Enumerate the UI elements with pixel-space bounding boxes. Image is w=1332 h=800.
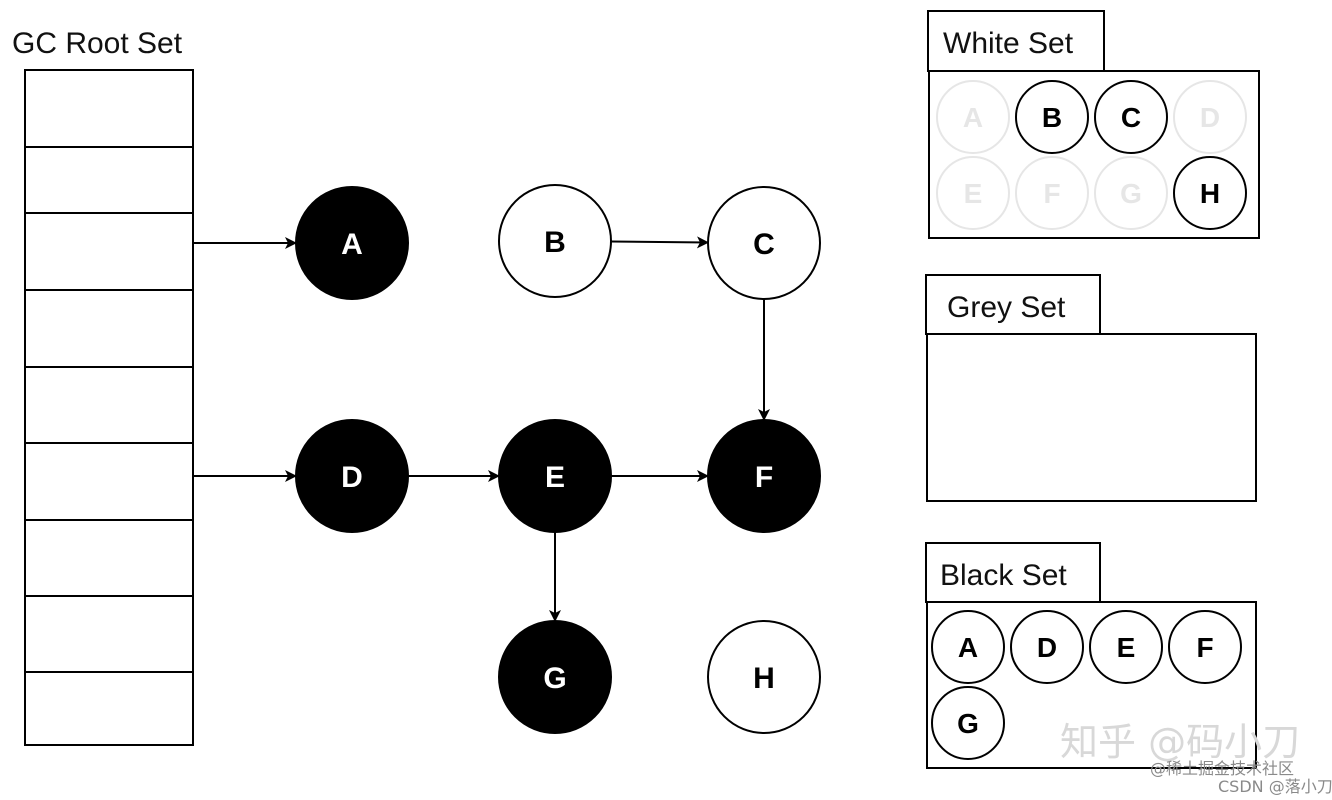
black-set-title: Black Set [940, 559, 1067, 592]
white-set-title: White Set [943, 27, 1074, 60]
root-slot [24, 366, 194, 444]
white-set-item-e: E [936, 156, 1010, 230]
root-slot [24, 289, 194, 368]
node-label: G [543, 662, 566, 695]
node-f: F [707, 419, 821, 533]
set-item-label: C [1121, 102, 1141, 133]
set-item-circle [936, 80, 1010, 154]
white-set-item-g: G [1094, 156, 1168, 230]
set-item-label: A [958, 632, 978, 663]
root-slot [24, 671, 194, 746]
white-set-item-f: F [1015, 156, 1089, 230]
white-set-item-c: C [1094, 80, 1168, 154]
node-circle [498, 620, 612, 734]
edge-b-to-c [610, 236, 710, 249]
set-item-label: F [1196, 632, 1213, 663]
node-label: H [753, 662, 775, 695]
set-item-label: F [1043, 178, 1060, 209]
white-set-items: A B C D E F G H [936, 80, 1247, 230]
black-set-items: A D E F G [931, 610, 1242, 760]
node-label: D [341, 461, 363, 494]
white-set-item-d: D [1173, 80, 1247, 154]
node-c: C [707, 186, 821, 300]
set-item-label: B [1042, 102, 1062, 133]
white-set-item-a: A [936, 80, 1010, 154]
root-slot [24, 595, 194, 673]
set-item-label: E [964, 178, 983, 209]
set-item-circle [936, 156, 1010, 230]
watermark-zhihu: 知乎 @码小刀 [1060, 720, 1300, 764]
node-circle [707, 419, 821, 533]
white-set-panel: White Set A B C D E F G H [927, 10, 1260, 239]
set-item-label: D [1037, 632, 1057, 663]
set-item-circle [1094, 80, 1168, 154]
root-slot [24, 519, 194, 597]
grey-set-tab [925, 274, 1101, 335]
node-label: F [755, 461, 773, 494]
set-item-circle [1015, 80, 1089, 154]
node-a: A [295, 186, 409, 300]
black-set-item-g: G [931, 686, 1005, 760]
grey-set-panel: Grey Set [925, 274, 1257, 502]
root-slot [24, 442, 194, 521]
set-item-label: D [1200, 102, 1220, 133]
node-circle [707, 620, 821, 734]
set-item-circle [1010, 610, 1084, 684]
grey-set-box [926, 333, 1257, 502]
node-b: B [498, 184, 612, 298]
black-set-item-a: A [931, 610, 1005, 684]
set-item-label: E [1117, 632, 1136, 663]
set-item-circle [1089, 610, 1163, 684]
root-set-title: GC Root Set [12, 27, 183, 60]
black-set-panel: Black Set A D E F G [925, 542, 1257, 769]
set-item-label: H [1200, 178, 1220, 209]
set-item-label: G [957, 708, 979, 739]
node-h: H [707, 620, 821, 734]
node-circle [707, 186, 821, 300]
root-slot [24, 69, 194, 148]
node-label: C [753, 228, 775, 261]
node-label: A [341, 228, 363, 261]
black-set-item-d: D [1010, 610, 1084, 684]
set-item-circle [1094, 156, 1168, 230]
white-set-item-h: H [1173, 156, 1247, 230]
node-g: G [498, 620, 612, 734]
white-set-tab [927, 10, 1105, 72]
black-set-item-f: F [1168, 610, 1242, 684]
node-circle [498, 419, 612, 533]
node-e: E [498, 419, 612, 533]
node-circle [295, 186, 409, 300]
set-item-label: A [963, 102, 983, 133]
set-item-circle [1015, 156, 1089, 230]
watermark-csdn: CSDN @落小刀 [1218, 777, 1332, 796]
set-item-circle [931, 610, 1005, 684]
grey-set-title: Grey Set [947, 291, 1066, 324]
node-circle [295, 419, 409, 533]
node-label: B [544, 226, 566, 259]
black-set-tab [925, 542, 1101, 603]
reference-edges [193, 236, 770, 622]
node-d: D [295, 419, 409, 533]
watermark-juejin: @稀土掘金技术社区 [1150, 759, 1294, 778]
black-set-item-e: E [1089, 610, 1163, 684]
set-item-circle [1168, 610, 1242, 684]
node-label: E [545, 461, 565, 494]
set-item-circle [1173, 80, 1247, 154]
root-set-stack [24, 69, 194, 746]
white-set-item-b: B [1015, 80, 1089, 154]
root-slot [24, 212, 194, 291]
object-nodes: A B C D E F G H [295, 184, 821, 734]
set-item-circle [931, 686, 1005, 760]
root-slot [24, 146, 194, 214]
set-item-label: G [1120, 178, 1142, 209]
node-circle [498, 184, 612, 298]
set-item-circle [1173, 156, 1247, 230]
